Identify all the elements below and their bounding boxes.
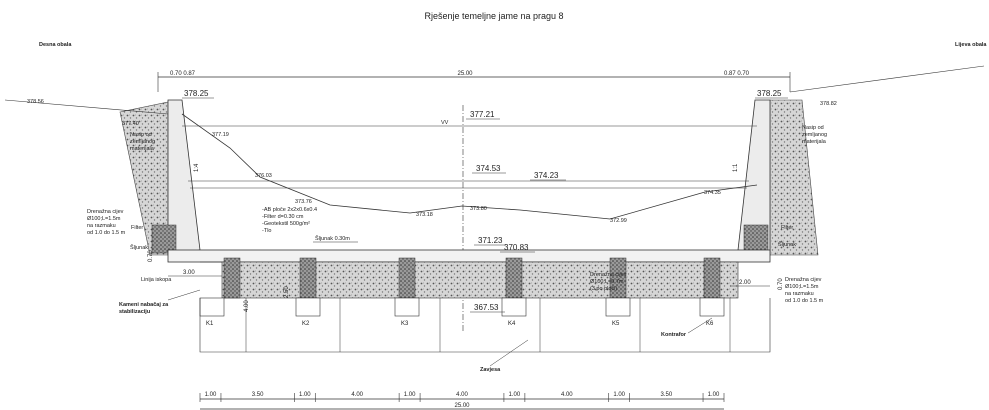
left-filter-block	[151, 224, 177, 254]
elevation-label: 370.83	[504, 243, 529, 252]
drawing-title: Rješenje temeljne jame na pragu 8	[424, 11, 563, 21]
right-embankment	[769, 99, 819, 256]
counterfort-label: K3	[401, 321, 409, 327]
linija-iskopa-label: Linija iskopa	[141, 277, 172, 283]
bottom-dim-label: 1.00	[404, 392, 416, 398]
counterfort-k5	[605, 297, 631, 317]
bottom-dim-label: 1.00	[509, 392, 521, 398]
counterfort-k2	[295, 297, 321, 317]
elevation-label: 377.40	[122, 121, 139, 127]
elevation-label: 373.76	[295, 199, 312, 205]
elevation-label: 378.82	[820, 101, 837, 107]
elevation-label: 378.25	[757, 89, 782, 98]
slope-left-dim: 1:4	[194, 163, 200, 172]
counterfort-k4	[501, 297, 527, 317]
elevation-label: 374.53	[476, 164, 501, 173]
counterfort-k6	[699, 297, 725, 317]
nasip-left-label: Nasip od zemljanog materijala	[130, 132, 157, 152]
counterfort-label: K2	[302, 321, 310, 327]
elevation-label: 378.56	[27, 99, 44, 105]
elevation-label: 371.23	[478, 236, 503, 245]
drain-mid-label: Drenažna cijev Ø100;L=0.7m (3 po ploči)	[590, 272, 628, 292]
top-dim-left: 0.70 0.87	[170, 71, 196, 77]
bottom-dim-label: 3.50	[661, 392, 673, 398]
left-base-dim: 3.00	[183, 270, 195, 276]
elevation-label: 374.23	[534, 171, 559, 180]
layers-label: -AB ploče 2x2x0.6x0.4 -Filter d=0.30 cm …	[262, 207, 319, 234]
top-dim-right: 0.87 0.70	[724, 71, 750, 77]
bottom-dim-label: 4.00	[351, 392, 363, 398]
nasip-right-label: Nasip od zemljanog materijala	[802, 125, 829, 145]
bottom-dim-label: 3.50	[252, 392, 264, 398]
pile-depth-dim: 4.00	[244, 300, 250, 312]
left-vert-dim: 0.70	[148, 250, 154, 262]
elevation-label: 374.35	[704, 190, 721, 196]
sljunak-mid-label: Šljunak 0.30m	[315, 235, 350, 242]
sljunak-left-label: Šljunak	[130, 244, 148, 251]
drain-left-label: Drenažna cijev Ø100;L=1.5m na razmaku od…	[87, 209, 126, 236]
pile-mid-dim: 2.50	[284, 286, 290, 298]
elevation-label: 377.19	[212, 132, 229, 138]
water-level-mark: VV	[441, 120, 449, 126]
filter-right-label: Filter	[781, 225, 793, 231]
counterfort-k3	[394, 297, 420, 317]
right-vert-dim: 0.70	[778, 278, 784, 290]
elevation-label: 373.18	[416, 212, 433, 218]
terrain-profile	[181, 113, 758, 220]
sljunak-right-label: Šljunak	[778, 241, 796, 248]
counterfort-label: K4	[508, 321, 516, 327]
counterfort-label: K6	[706, 321, 714, 327]
bottom-dim-label: 1.00	[205, 392, 217, 398]
counterfort-k1	[199, 297, 225, 317]
counterfort-label: K1	[206, 321, 214, 327]
kontrafor-label: Kontrafor	[661, 332, 687, 338]
bank-left-label: Desna obala	[39, 42, 72, 48]
elevation-label: 373.80	[470, 206, 487, 212]
bottom-dimension-chain: 1.00 3.50 1.00 4.00 1.00 4.00 1.00 4.00 1.00 3.50…	[199, 392, 725, 402]
base-slab	[167, 249, 771, 263]
elevation-label: 376.03	[255, 173, 272, 179]
slope-right-dim: 1:1	[733, 163, 739, 172]
top-dim-span: 25.00	[457, 71, 473, 77]
bottom-dim-label: 4.00	[561, 392, 573, 398]
elevation-label: 378.25	[184, 89, 209, 98]
bottom-dim-label: 4.00	[456, 392, 468, 398]
bottom-dim-label: 1.00	[708, 392, 720, 398]
cutoff-wall	[199, 298, 771, 353]
bank-right-label: Lijeva obala	[955, 42, 987, 48]
bottom-dim-label: 1.00	[299, 392, 311, 398]
elevation-label: 367.53	[474, 303, 499, 312]
zavjesa-label: Zavjesa	[480, 367, 501, 373]
counterfort-label: K5	[612, 321, 620, 327]
bottom-total-dim: 25.00	[454, 403, 470, 409]
elevation-label: 377.21	[470, 110, 495, 119]
drain-right-label: Drenažna cijev Ø100;L=1.5m na razmaku od…	[785, 277, 824, 304]
bottom-dim-label: 1.00	[613, 392, 625, 398]
elevation-label: 372.99	[610, 218, 627, 224]
foundation-layer	[221, 261, 739, 299]
right-filter-block	[743, 224, 769, 254]
filter-left-label: Filter	[131, 225, 143, 231]
right-base-dim: 2.00	[739, 280, 751, 286]
kameni-label: Kameni nabačaj za stabilizaciju	[119, 302, 170, 315]
